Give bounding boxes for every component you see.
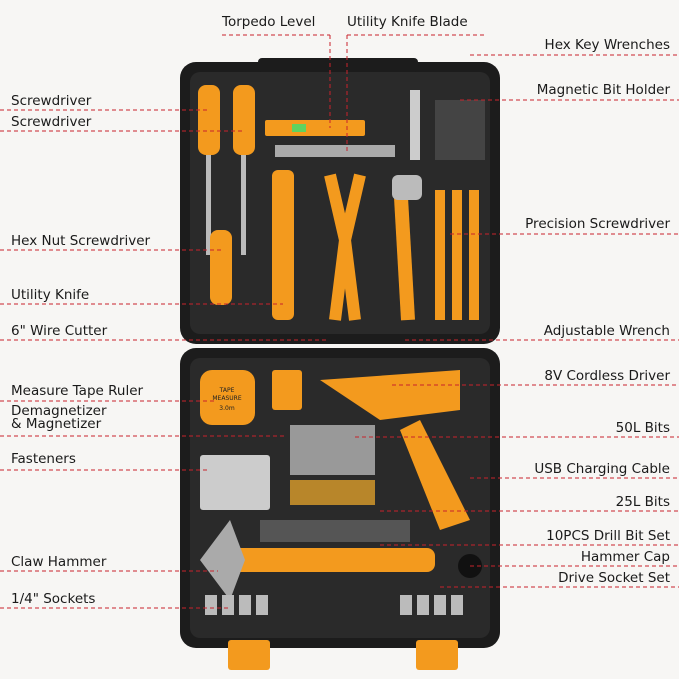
- label-utility-knife: Utility Knife: [11, 287, 90, 303]
- label-utility-knife-blade: Utility Knife Blade: [347, 14, 468, 30]
- claw-hammer: [230, 548, 435, 572]
- label-screwdriver-2: Screwdriver: [11, 114, 92, 130]
- sockets: [205, 595, 463, 615]
- label-hex-nut-screwdriver: Hex Nut Screwdriver: [11, 233, 151, 249]
- svg-text:3.0m: 3.0m: [219, 405, 235, 412]
- adjustable-wrench: [393, 179, 415, 321]
- cordless-driver: [320, 370, 460, 420]
- bits-50l: [290, 425, 375, 475]
- bits-25l: [290, 480, 375, 505]
- precision-screwdrivers: [435, 190, 479, 320]
- label-precision-screwdriver: Precision Screwdriver: [525, 216, 670, 232]
- label-demagnetizer: Demagnetizer & Magnetizer: [11, 403, 107, 432]
- svg-text:TAPE: TAPE: [219, 387, 235, 394]
- label-measure-tape: Measure Tape Ruler: [11, 383, 144, 399]
- label-cordless-driver: 8V Cordless Driver: [544, 368, 670, 384]
- tape-measure: [200, 370, 255, 425]
- screwdrivers: [198, 85, 255, 305]
- label-25l-bits: 25L Bits: [615, 494, 670, 510]
- leader-lines: [0, 34, 679, 609]
- label-fasteners: Fasteners: [11, 451, 76, 467]
- label-drive-socket-set: Drive Socket Set: [558, 570, 670, 586]
- label-magnetic-bit-holder: Magnetic Bit Holder: [536, 82, 670, 98]
- hex-keys: [435, 100, 485, 160]
- label-adjustable-wrench: Adjustable Wrench: [543, 323, 670, 339]
- bit-holder: [410, 90, 420, 160]
- utility-knife: [272, 170, 294, 320]
- label-torpedo-level: Torpedo Level: [222, 14, 316, 30]
- wire-cutter: [324, 173, 366, 321]
- label-screwdriver-1: Screwdriver: [11, 93, 92, 109]
- label-hammer-cap: Hammer Cap: [580, 549, 670, 565]
- latch-left: [228, 640, 270, 670]
- drill-bit-set: [260, 520, 410, 542]
- label-50l-bits: 50L Bits: [615, 420, 670, 436]
- latch-right: [416, 640, 458, 670]
- torpedo-level: [265, 120, 365, 136]
- fasteners-box: [200, 455, 270, 510]
- label-wire-cutter: 6" Wire Cutter: [11, 323, 108, 339]
- label-drill-bit-set: 10PCS Drill Bit Set: [546, 528, 670, 544]
- label-hex-key-wrenches: Hex Key Wrenches: [544, 37, 670, 53]
- label-usb-cable: USB Charging Cable: [534, 461, 670, 477]
- label-sockets: 1/4" Sockets: [11, 591, 96, 607]
- demagnetizer: [272, 370, 302, 410]
- label-claw-hammer: Claw Hammer: [11, 554, 107, 570]
- utility-knife-blade: [275, 145, 395, 157]
- svg-text:MEASURE: MEASURE: [212, 395, 241, 402]
